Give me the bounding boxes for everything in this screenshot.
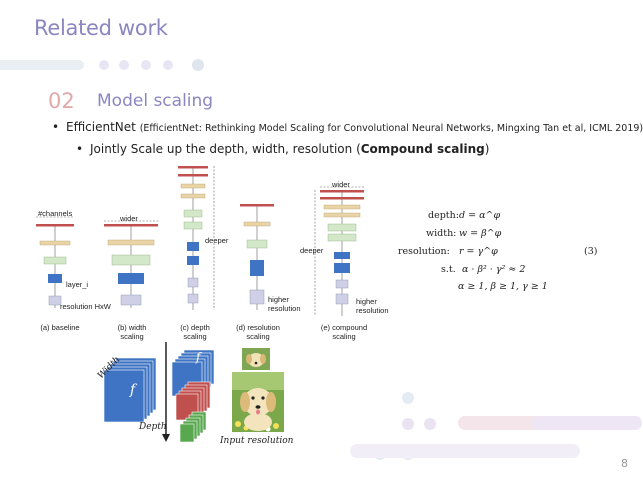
width-scaled-network: [104, 220, 159, 308]
bullet-dot-icon: •: [76, 142, 84, 156]
deeper-label-c: deeper: [205, 236, 229, 245]
depth-axis-label: Depth: [139, 422, 167, 432]
channels-label: #channels: [38, 209, 73, 218]
bullet2-pre: Jointly Scale up the depth, width, resol…: [90, 142, 361, 156]
eq-width-label: width:: [426, 228, 457, 239]
higher-res-label-d1: higher: [268, 295, 289, 304]
bullet1-main: EfficientNet: [66, 120, 136, 134]
caption-width-2: scaling: [120, 332, 144, 341]
eq-number: (3): [584, 246, 598, 257]
dog-photo-small: [242, 348, 270, 370]
eq-depth-label: depth:: [428, 210, 459, 221]
caption-compound-2: scaling: [332, 332, 356, 341]
section-number: 02: [48, 89, 75, 113]
caption-width-1: (b) width: [117, 323, 147, 332]
caption-compound-1: (e) compound: [320, 323, 368, 332]
eq-width: w = β^φ: [459, 228, 502, 239]
bullet-compound-scaling: • Jointly Scale up the depth, width, reso…: [76, 142, 489, 156]
eq-st-label: s.t.: [441, 264, 456, 275]
deeper-label-e: deeper: [300, 246, 324, 255]
section-title: Model scaling: [97, 91, 214, 111]
width-stack: [103, 357, 157, 423]
caption-resolution-2: scaling: [246, 332, 270, 341]
compound-scaled-network: [314, 186, 365, 316]
higher-res-label-e1: higher: [356, 297, 377, 306]
caption-depth-2: scaling: [183, 332, 207, 341]
depth-stack-green: [179, 411, 207, 443]
eq-constraints: α ≥ 1, β ≥ 1, γ ≥ 1: [458, 281, 548, 292]
page-number: 8: [621, 457, 628, 470]
function-f-label-deep: f: [196, 350, 201, 364]
higher-res-label-d2: resolution: [268, 304, 301, 313]
baseline-network: [36, 216, 74, 308]
wider-label-e: wider: [332, 180, 350, 189]
wider-label-b: wider: [120, 214, 138, 223]
slide-title: Related work: [34, 16, 168, 40]
eq-resolution-label: resolution:: [398, 246, 450, 257]
layer-label: layer_i: [66, 280, 89, 289]
function-f-label-wide: f: [130, 382, 136, 398]
depth-scaled-network: [178, 166, 215, 310]
resolution-label: resolution HxW: [60, 302, 111, 311]
eq-st: α · β² · γ² ≈ 2: [462, 264, 526, 275]
caption-depth-1: (c) depth: [180, 323, 210, 332]
bullet2-bold: Compound scaling: [360, 142, 485, 156]
resolution-scaled-network: [240, 204, 274, 310]
bullet-dot-icon: •: [52, 120, 60, 134]
bullet2-post: ): [484, 142, 490, 156]
eq-depth: d = α^φ: [459, 210, 501, 221]
decorative-dots-bottom: [350, 392, 642, 460]
higher-res-label-e2: resolution: [356, 306, 389, 315]
caption-baseline: (a) baseline: [40, 323, 80, 332]
dog-photo-large: [232, 372, 284, 432]
bullet1-note: (EfficientNet: Rethinking Model Scaling …: [139, 123, 643, 134]
input-resolution-label: Input resolution: [220, 436, 294, 446]
eq-resolution: r = γ^φ: [459, 246, 498, 257]
decorative-dots-top: [0, 59, 204, 71]
bullet-efficientnet: • EfficientNet (EfficientNet: Rethinking …: [52, 120, 643, 134]
model-scaling-figure: [36, 166, 365, 316]
caption-resolution-1: (d) resolution: [236, 323, 280, 332]
compound-scaling-diagram: [103, 342, 284, 443]
